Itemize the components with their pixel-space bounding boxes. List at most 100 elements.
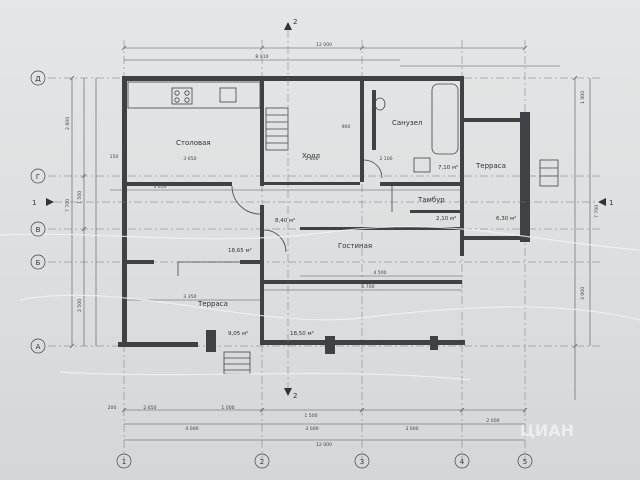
dimension-chains xyxy=(69,45,591,441)
dim-bottom-seg3: 3 000 xyxy=(405,426,418,432)
area-label-bathroom: 7,10 м² xyxy=(438,164,458,171)
section-marks: 2 2 1 1 xyxy=(32,18,613,400)
axis-label-d: Д xyxy=(35,75,41,83)
wall-axis2-upper xyxy=(260,76,264,186)
beam-terrace-right xyxy=(260,340,465,345)
wall-axis4 xyxy=(460,76,464,256)
section-arrow-2-bottom xyxy=(284,388,292,396)
axis-markers-numbers: 1 2 3 4 5 xyxy=(116,453,533,469)
dim-bottom-seg4: 2 000 xyxy=(486,418,499,424)
stairs-hall xyxy=(265,107,289,151)
axis-bubble-d xyxy=(30,70,46,86)
wall-g-left xyxy=(122,182,232,186)
axis-label-2: 2 xyxy=(260,458,264,466)
dim-left-seg3: 2 500 xyxy=(77,299,83,312)
paper-crease-3 xyxy=(59,371,471,381)
axis-label-3: 3 xyxy=(360,458,364,466)
dim-3650-a: 3 650 xyxy=(153,184,166,190)
wall-g-right xyxy=(380,182,464,186)
door-swing-living xyxy=(263,229,287,253)
door-swing-bath xyxy=(363,159,383,179)
dimension-labels: 12 000 8 010 12 000 4 000 3 000 3 000 2 … xyxy=(65,42,600,448)
area-label-terrace-bottom: 9,05 м² xyxy=(228,330,248,337)
wall-axis2-lower xyxy=(260,205,264,345)
axis-bubble-3 xyxy=(354,453,370,469)
room-label-dining: Столовая xyxy=(176,139,211,147)
room-label-hall: Холл xyxy=(302,152,320,160)
axis-bubble-g xyxy=(30,168,46,184)
room-label-vestibule: Тамбур xyxy=(417,196,445,204)
beam-terrace-left xyxy=(118,342,198,347)
post-a3 xyxy=(430,336,438,350)
dim-left-seg1: 2 600 xyxy=(65,117,71,130)
axis-label-4: 4 xyxy=(460,458,465,466)
dim-top-total: 12 000 xyxy=(316,42,332,48)
dim-bottom-seg2: 3 000 xyxy=(305,426,318,432)
axis-bubble-5 xyxy=(517,453,533,469)
post-a1 xyxy=(206,330,216,352)
dim-2650: 2 650 xyxy=(143,405,156,411)
toilet xyxy=(374,97,386,111)
dim-bottom-seg1: 4 000 xyxy=(185,426,198,432)
dim-1000: 1 000 xyxy=(221,405,234,411)
wall-axis3-upper xyxy=(360,76,364,182)
wall-top-right xyxy=(278,76,464,81)
wall-b-mid xyxy=(240,260,264,264)
axis-label-b: Б xyxy=(36,259,41,267)
section-arrow-1-right xyxy=(598,198,606,206)
area-label-living-terrace: 18,50 м² xyxy=(290,330,314,337)
axis-bubble-1 xyxy=(116,453,132,469)
dim-right-total: 7 700 xyxy=(594,205,600,218)
section-label-2-bottom: 2 xyxy=(293,392,297,400)
section-arrow-1-left xyxy=(46,198,54,206)
section-arrow-2-top xyxy=(284,22,292,30)
axis-markers-letters: Д Г В Б А xyxy=(30,70,46,354)
beam-right-terrace-top xyxy=(462,118,530,122)
wall-b-left xyxy=(122,260,154,264)
room-label-bathroom: Санузел xyxy=(392,119,422,127)
dim-left-seg2: 1 500 xyxy=(77,191,83,204)
section-label-1-left: 1 xyxy=(32,199,36,207)
dim-right-seg1: 3 000 xyxy=(580,287,586,300)
dim-5700: 5 700 xyxy=(361,284,374,290)
dim-right-seg2: 1 000 xyxy=(580,91,586,104)
dim-900: 900 xyxy=(342,124,351,130)
dim-bottom-total: 12 000 xyxy=(316,442,332,448)
axis-label-v: В xyxy=(36,226,41,234)
axis-bubble-b xyxy=(30,254,46,270)
walls xyxy=(118,76,530,354)
axis-bubble-a xyxy=(30,338,46,354)
section-label-1-right: 1 xyxy=(609,199,613,207)
wall-g-mid xyxy=(264,182,360,185)
stairs-terrace xyxy=(223,351,251,375)
wall-left xyxy=(122,76,127,346)
dim-top-inner: 8 010 xyxy=(255,54,268,60)
axis-bubble-2 xyxy=(254,453,270,469)
dim-left-total: 7 700 xyxy=(65,199,71,212)
section-label-2-top: 2 xyxy=(293,18,297,26)
paper-crease-2 xyxy=(0,226,640,251)
room-labels: Столовая Холл Санузел Терраса Тамбур Гос… xyxy=(176,119,506,308)
room-label-living: Гостиная xyxy=(338,242,372,250)
dim-150: 150 xyxy=(110,154,119,160)
wall-tambur xyxy=(410,210,462,213)
dim-4500: 4 500 xyxy=(373,270,386,276)
dim-1500: 1 500 xyxy=(304,413,317,419)
post-a2 xyxy=(325,336,335,354)
dim-2800: 2 800 xyxy=(305,156,318,162)
area-label-terrace-right: 6,30 м² xyxy=(496,215,516,222)
axis-label-5: 5 xyxy=(523,458,527,466)
axis-label-g: Г xyxy=(36,173,40,181)
area-label-vestibule: 2,10 м² xyxy=(436,215,456,222)
axis-label-1: 1 xyxy=(122,458,126,466)
kitchen-counter xyxy=(127,81,261,109)
stairs-right xyxy=(539,159,559,187)
sink-bath xyxy=(413,157,431,173)
dim-3650-b: 3 650 xyxy=(183,156,196,162)
area-label-dining: 18,65 м² xyxy=(228,247,252,254)
stove xyxy=(171,87,193,105)
axis-bubble-v xyxy=(30,221,46,237)
wall-living-top xyxy=(300,227,462,230)
